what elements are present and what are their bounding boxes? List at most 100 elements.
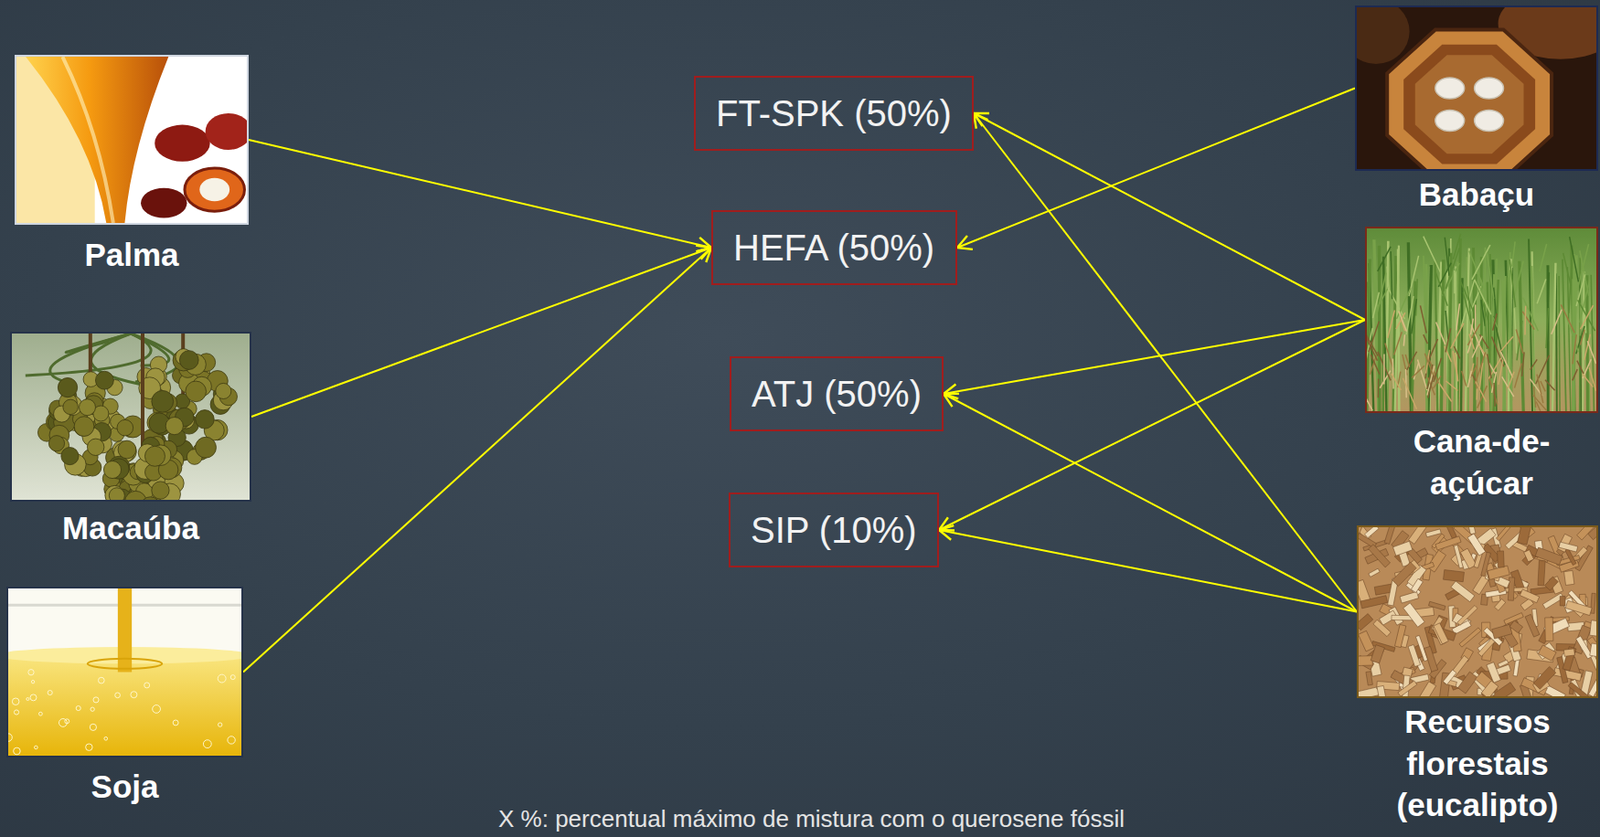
feedstock-arrow — [248, 139, 712, 248]
dry-leaf — [1428, 375, 1434, 399]
cane-stalk — [1590, 275, 1594, 412]
dry-leaf — [1445, 328, 1451, 352]
photo-illustration — [8, 588, 242, 757]
wood-chip — [1376, 685, 1387, 697]
feedstock-photo — [1365, 226, 1599, 414]
dry-leaf — [1433, 375, 1441, 389]
nut-ring — [1403, 44, 1536, 165]
macauba-fruit — [63, 399, 79, 416]
oil-bubble — [227, 736, 235, 745]
oil-bubble — [34, 746, 39, 750]
cane-leaf — [1539, 244, 1547, 272]
cane-leaf — [1467, 286, 1472, 324]
dry-leaf — [1468, 371, 1472, 388]
wood-chip — [1558, 542, 1579, 553]
feedstock-arrow — [251, 247, 712, 417]
dry-leaf — [1471, 326, 1484, 358]
wood-chip — [1537, 560, 1546, 586]
dry-leaf — [1398, 310, 1408, 331]
wood-chip — [1563, 649, 1575, 657]
wood-chip — [1403, 603, 1425, 629]
dry-leaf — [1514, 363, 1523, 389]
wood-chip — [1519, 589, 1539, 604]
macauba-fruit — [105, 485, 125, 501]
dry-leaf — [1524, 306, 1526, 336]
macauba-fruit — [78, 399, 96, 416]
macauba-fruit — [165, 416, 183, 435]
feedstock-arrow — [943, 320, 1366, 395]
photo-illustration — [1358, 527, 1597, 697]
cane-leaf — [1445, 247, 1460, 289]
dry-leaf — [1493, 383, 1495, 407]
dry-leaf — [1411, 365, 1425, 378]
wood-chip — [1408, 527, 1430, 544]
dry-leaf — [1452, 351, 1459, 382]
cane-leaf — [1493, 288, 1497, 319]
cane-leaf — [1438, 263, 1451, 288]
wood-chip — [1443, 570, 1465, 583]
wood-chip — [1467, 533, 1486, 556]
cane-stalk — [1366, 258, 1370, 412]
dry-leaf — [1579, 330, 1585, 346]
feedstock-photo — [10, 331, 252, 502]
dry-leaf — [1366, 331, 1378, 356]
feedstock-photo — [6, 586, 244, 758]
wood-chip — [1565, 600, 1592, 616]
macauba-fruit — [117, 440, 137, 459]
dry-leaf — [1587, 341, 1596, 364]
wood-chip — [1589, 643, 1597, 658]
wood-chip — [1577, 527, 1597, 541]
macauba-fruit — [57, 377, 77, 397]
macauba-fruit — [86, 438, 104, 456]
dry-leaf — [1383, 353, 1386, 384]
dry-leaf — [1487, 353, 1493, 379]
wood-chip — [1433, 623, 1449, 645]
macauba-fruit — [215, 383, 232, 399]
dry-leaf — [1391, 373, 1402, 391]
oil-bubble — [218, 723, 223, 727]
wood-chip — [1373, 619, 1391, 637]
cane-stalk — [1562, 259, 1567, 412]
cane-leaf — [1387, 288, 1406, 320]
feedstock-arrow — [943, 394, 1357, 613]
dry-leaf — [1534, 386, 1536, 408]
photo-illustration — [16, 56, 247, 224]
feedstock-arrow — [973, 113, 1357, 613]
oil-bubble — [38, 712, 43, 716]
pathway-box: SIP (10%) — [728, 492, 939, 568]
dry-leaf — [1475, 389, 1478, 401]
photo-ground — [1366, 228, 1597, 412]
wood-chip — [1545, 618, 1554, 642]
cane-leaf — [1445, 310, 1449, 340]
oil-bubble — [11, 698, 20, 706]
dry-leaf — [1507, 372, 1515, 389]
cane-leaf — [1453, 270, 1456, 294]
dry-leaf — [1493, 313, 1497, 331]
wood-chip — [1562, 647, 1577, 672]
dry-leaf — [1405, 354, 1410, 368]
wood-chip — [1492, 624, 1513, 640]
dry-leaf — [1489, 377, 1498, 406]
photo-ground — [11, 333, 250, 501]
dry-leaf — [1560, 304, 1575, 333]
oil-bubble — [130, 692, 138, 699]
wood-chip — [1358, 656, 1373, 667]
feedstock-photo — [1354, 5, 1599, 171]
oil-bubble — [64, 719, 70, 725]
nut-seed — [1435, 77, 1465, 99]
nut-shell — [1356, 7, 1410, 64]
wood-chip — [1424, 646, 1439, 672]
nut-seed — [1435, 109, 1465, 131]
oil-bubble — [31, 680, 34, 683]
wood-chip — [1365, 527, 1379, 539]
feedstock-arrow — [938, 530, 1357, 613]
oil-bubble — [8, 734, 12, 742]
feedstock-label: Recursos florestais (eucalipto) — [1376, 701, 1579, 827]
cane-leaf — [1411, 298, 1418, 334]
cane-stalk — [1558, 276, 1560, 412]
nut-seed — [1474, 77, 1504, 99]
wood-chip — [1537, 645, 1557, 662]
dry-leaf — [1474, 304, 1477, 331]
palm-frond — [65, 333, 131, 353]
